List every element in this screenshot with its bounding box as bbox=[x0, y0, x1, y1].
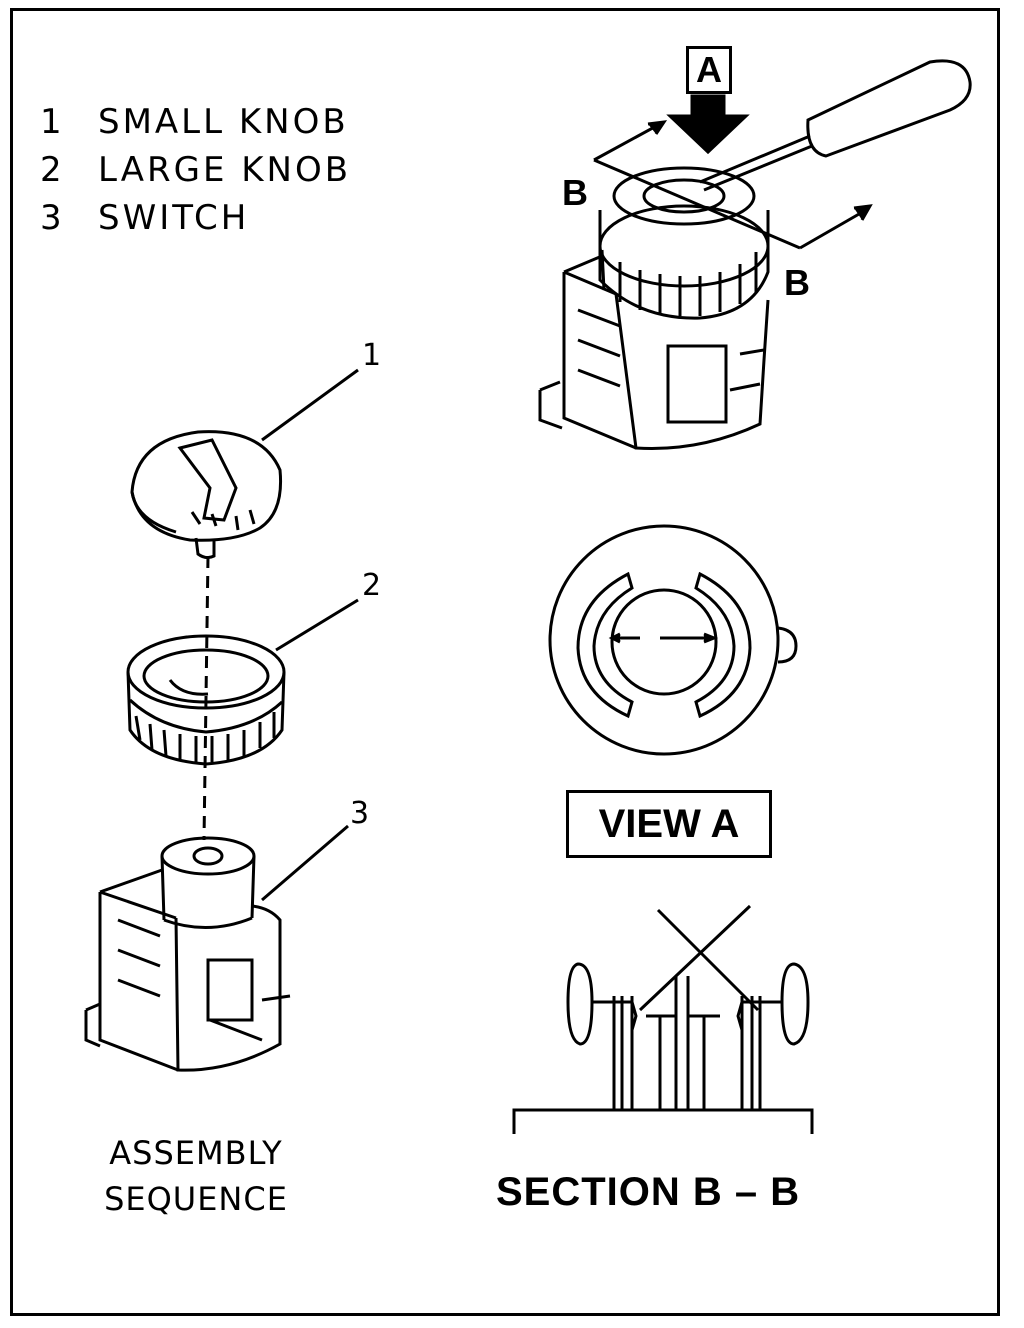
assembly-caption-line1: ASSEMBLY bbox=[109, 1134, 283, 1172]
switch-assembled-drawing bbox=[538, 166, 770, 450]
large-knob-drawing bbox=[126, 634, 286, 766]
section-label-right: B bbox=[784, 262, 810, 303]
assembly-axis-line bbox=[202, 555, 210, 841]
leader-line-1 bbox=[261, 368, 359, 442]
assembly-caption-line2: SEQUENCE bbox=[104, 1180, 288, 1218]
leader-line-3 bbox=[261, 824, 349, 902]
switch-drawing bbox=[84, 836, 291, 1072]
view-a-label: VIEW A bbox=[566, 790, 772, 858]
view-a-drawing bbox=[548, 524, 798, 756]
callout-1: 1 bbox=[362, 338, 382, 373]
section-bb-drawing bbox=[512, 904, 814, 1134]
small-knob-drawing bbox=[130, 430, 283, 560]
screwdriver-drawing bbox=[699, 59, 972, 192]
view-a-arrow bbox=[666, 94, 750, 155]
view-a-indicator: A bbox=[686, 46, 732, 94]
section-label-left: B bbox=[562, 172, 588, 213]
callout-2: 2 bbox=[362, 568, 382, 603]
section-caption: SECTION B – B bbox=[496, 1170, 801, 1214]
leader-line-2 bbox=[275, 598, 359, 652]
diagram-frame bbox=[10, 8, 1000, 1316]
callout-3: 3 bbox=[350, 796, 370, 831]
